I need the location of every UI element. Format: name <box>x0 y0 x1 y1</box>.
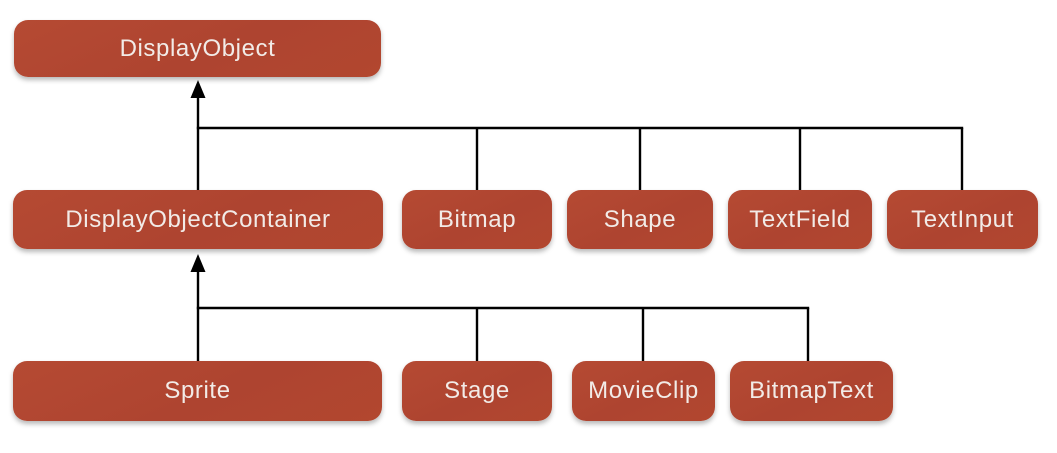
node-label: Stage <box>444 377 510 404</box>
inheritance-arrow-up-icon <box>190 254 206 272</box>
node-bitmaptext: BitmapText <box>730 361 893 421</box>
node-label: Bitmap <box>437 205 517 233</box>
node-movieclip: MovieClip <box>572 361 715 421</box>
node-displayobject: DisplayObject <box>14 20 381 77</box>
node-label: MovieClip <box>588 377 699 404</box>
node-textfield: TextField <box>728 190 872 249</box>
node-label: Sprite <box>164 377 231 404</box>
node-stage: Stage <box>402 361 552 421</box>
node-label: DisplayObject <box>119 34 276 62</box>
node-label: TextInput <box>911 205 1014 233</box>
node-label: BitmapText <box>749 377 874 404</box>
inheritance-arrow-up-icon <box>190 80 206 98</box>
node-shape: Shape <box>567 190 713 249</box>
node-label: TextField <box>749 205 851 233</box>
node-displayobjectcontainer: DisplayObjectContainer <box>13 190 383 249</box>
node-label: Shape <box>603 205 677 233</box>
node-bitmap: Bitmap <box>402 190 552 249</box>
node-label: DisplayObjectContainer <box>65 205 331 233</box>
node-textinput: TextInput <box>887 190 1038 249</box>
node-sprite: Sprite <box>13 361 382 421</box>
